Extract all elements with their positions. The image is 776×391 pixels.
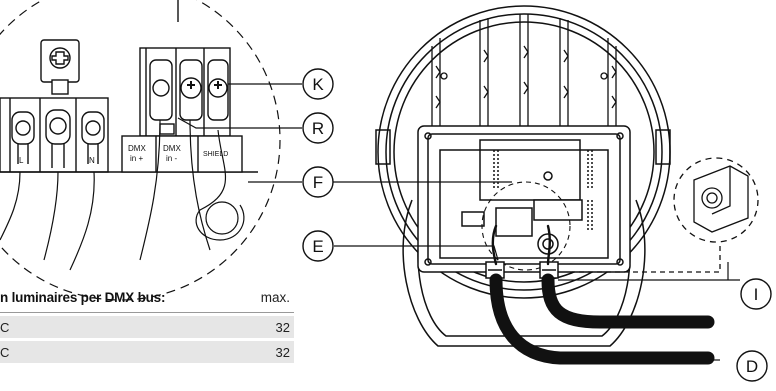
callout-leaders (177, 83, 740, 361)
table-row-label: C (0, 319, 10, 335)
table-row: C 32 (0, 341, 294, 363)
table-header: n luminaires per DMX bus: max. (0, 290, 294, 313)
dmx-terminal-block (139, 47, 231, 137)
callout-f: F (313, 173, 323, 192)
luminaires-per-bus-table: n luminaires per DMX bus: max. C 32 C 32 (0, 290, 294, 363)
terminal-label-shield: SHIELD (203, 151, 228, 158)
luminaire-body (375, 5, 671, 347)
mains-terminal-block (0, 97, 109, 173)
gland-detail-magnified (572, 157, 759, 273)
terminal-label-live: L (19, 156, 24, 165)
connection-box (417, 125, 631, 273)
terminal-label-dmx-minus-2: in - (166, 154, 177, 163)
callout-r: R (312, 119, 324, 138)
table-max-label: max. (260, 290, 290, 305)
callout-d-circle (736, 350, 768, 382)
table-row-label: C (0, 344, 10, 360)
callout-i: I (754, 285, 759, 304)
detail-dashed-circle (0, 0, 281, 301)
detail-wires (0, 119, 245, 271)
terminal-label-dmx-plus-2: in + (130, 154, 143, 163)
callout-d: D (746, 357, 758, 376)
callout-k: K (312, 75, 324, 94)
terminal-label-dmx-minus-1: DMX (163, 144, 181, 153)
cooling-fins (431, 14, 617, 126)
cables (489, 224, 715, 365)
callout-i-circle (740, 278, 772, 310)
table-row-value: 32 (275, 344, 290, 360)
callout-r-circle (302, 112, 334, 144)
terminal-label-neutral: N (89, 156, 95, 165)
table-row: C 32 (0, 316, 294, 338)
callout-f-circle (302, 166, 334, 198)
terminal-detail-magnified (0, 0, 281, 301)
callout-k-circle (302, 68, 334, 100)
cable-glands (485, 261, 559, 279)
callout-e-circle (302, 230, 334, 262)
terminal-label-dmx-plus-1: DMX (128, 144, 146, 153)
detail-focus-circle (481, 181, 571, 271)
callout-e: E (312, 237, 323, 256)
output-cable (541, 273, 715, 329)
input-cable (489, 273, 715, 365)
table-row-value: 32 (275, 319, 290, 335)
table-title: n luminaires per DMX bus: (0, 290, 166, 305)
